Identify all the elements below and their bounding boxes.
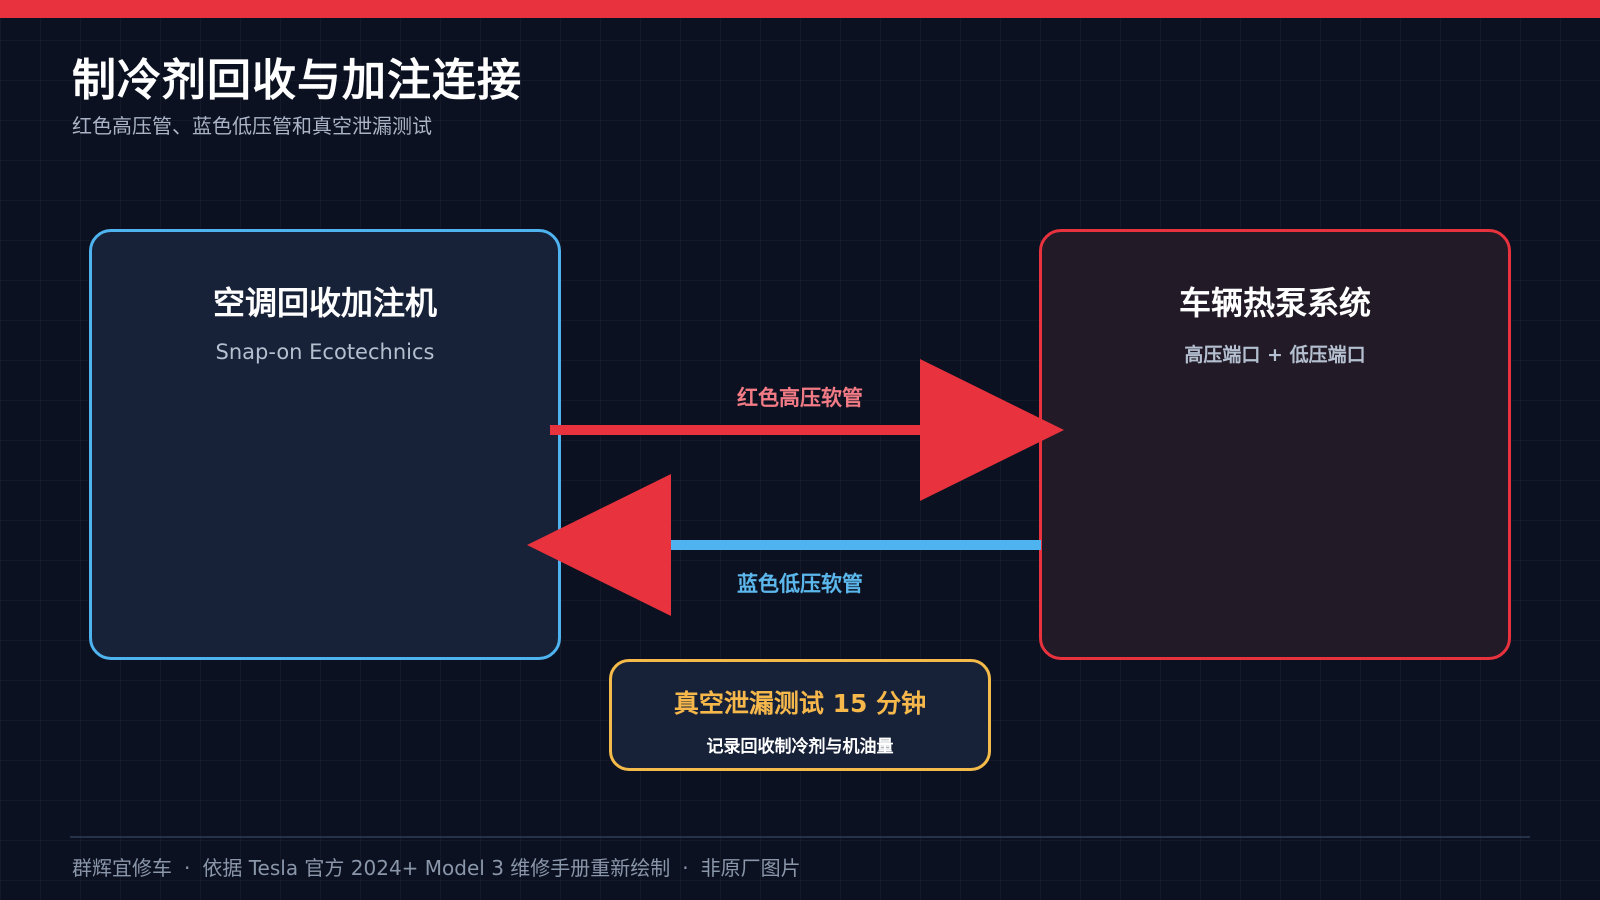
recovery-machine-box: 空调回收加注机 Snap-on Ecotechnics xyxy=(89,229,561,660)
footer-source: 依据 Tesla 官方 2024+ Model 3 维修手册重新绘制 xyxy=(202,856,671,880)
vacuum-test-title: 真空泄漏测试 15 分钟 xyxy=(673,689,927,718)
page-subtitle: 红色高压管、蓝色低压管和真空泄漏测试 xyxy=(72,114,432,138)
footer-divider xyxy=(70,836,1530,838)
low-pressure-arrowhead xyxy=(527,474,671,616)
heat-pump-box: 车辆热泵系统 高压端口 + 低压端口 xyxy=(1039,229,1511,660)
footer-brand: 群辉宜修车 xyxy=(72,856,172,880)
footer: 群辉宜修车 · 依据 Tesla 官方 2024+ Model 3 维修手册重新绘制… xyxy=(72,852,801,881)
high-pressure-hose-label: 红色高压软管 xyxy=(737,386,863,410)
top-accent-bar xyxy=(0,0,1600,18)
footer-note: 非原厂图片 xyxy=(700,856,801,880)
vacuum-test-subtitle: 记录回收制冷剂与机油量 xyxy=(706,737,894,757)
page-title: 制冷剂回收与加注连接 xyxy=(72,55,522,106)
heat-pump-subtitle: 高压端口 + 低压端口 xyxy=(1184,344,1366,366)
vacuum-test-box: 真空泄漏测试 15 分钟 记录回收制冷剂与机油量 xyxy=(609,659,991,771)
footer-separator: · xyxy=(682,856,689,880)
recovery-machine-title: 空调回收加注机 xyxy=(212,284,437,322)
high-pressure-arrowhead xyxy=(920,359,1064,501)
low-pressure-hose-label: 蓝色低压软管 xyxy=(737,572,863,596)
recovery-machine-subtitle: Snap-on Ecotechnics xyxy=(215,340,435,364)
heat-pump-title: 车辆热泵系统 xyxy=(1178,284,1371,322)
footer-separator: · xyxy=(184,856,191,880)
